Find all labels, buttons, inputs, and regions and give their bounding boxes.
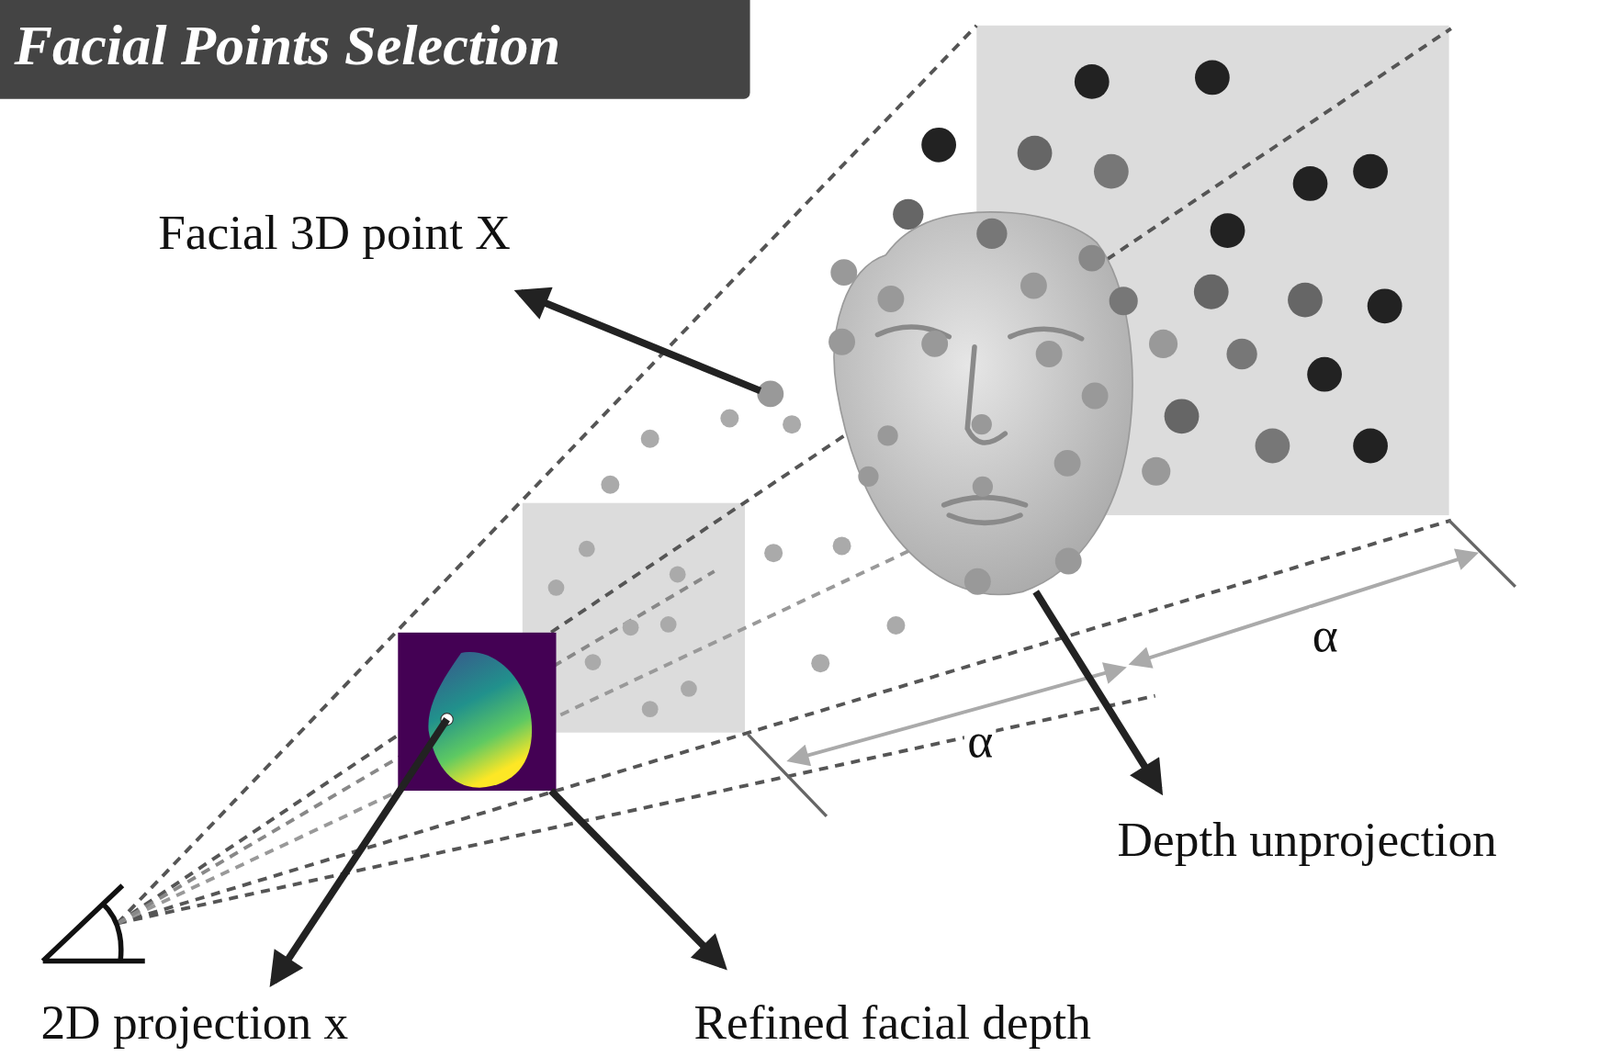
facial-point (1036, 340, 1063, 368)
facial-point (1352, 428, 1388, 464)
facial-point (811, 653, 830, 673)
facial-point (828, 328, 856, 356)
facial-point (1074, 64, 1110, 100)
leader-arrow (1036, 591, 1160, 790)
facial-point (1149, 329, 1178, 359)
leader-arrow (551, 790, 723, 966)
facial-point (892, 199, 924, 230)
facial-point (1054, 450, 1082, 477)
facial-point (578, 540, 596, 558)
facial-point (680, 680, 698, 698)
facial-point (756, 380, 784, 407)
facial-point (1226, 338, 1257, 370)
facial-point (1210, 213, 1246, 248)
facial-point (830, 259, 857, 286)
facial-point (1367, 288, 1403, 324)
facial-point (1020, 272, 1048, 300)
facial-point (1352, 154, 1388, 190)
facial-point (642, 700, 659, 718)
dimension-arrow (1132, 553, 1475, 664)
facial-point (782, 415, 801, 434)
facial-point (972, 476, 993, 497)
leader-arrow (520, 292, 761, 392)
facial-point (1255, 428, 1291, 464)
facial-point (976, 218, 1007, 249)
face-features (877, 326, 1082, 523)
camera-eye-symbol (43, 885, 146, 961)
facial-point (720, 409, 739, 429)
facial-point (1141, 457, 1171, 486)
facial-point (921, 330, 948, 358)
title-banner (0, 0, 751, 100)
facial-point (669, 566, 687, 584)
callout-label: Refined facial depth (693, 995, 1091, 1050)
dimension-tick (747, 520, 1515, 817)
frustum-ray (117, 549, 914, 924)
facial-point (1194, 60, 1230, 96)
facial-point (641, 429, 660, 449)
facial-point (964, 568, 992, 596)
facial-point (1194, 274, 1229, 310)
facial-point (600, 475, 620, 495)
facial-point (877, 285, 904, 313)
dimension-arrow (790, 668, 1123, 761)
facial-point (1293, 166, 1329, 202)
dimension-label: α (1308, 608, 1341, 663)
title: Facial Points Selection (14, 14, 562, 78)
dimension-label: α (964, 714, 997, 769)
frustum-ray (117, 28, 1452, 924)
facial-point (1081, 383, 1109, 410)
facial-point (585, 653, 602, 671)
frustum-ray (117, 25, 977, 924)
frustum-ray (117, 696, 1156, 924)
facial-point (857, 466, 879, 487)
facial-point (1055, 548, 1082, 575)
facial-point (886, 616, 905, 635)
facial-point (548, 579, 565, 597)
facial-point (1307, 357, 1342, 393)
facial-point (877, 425, 898, 446)
facial-point (833, 536, 852, 555)
facial-point (1287, 282, 1323, 318)
depth-map (397, 632, 556, 791)
callout-label: Facial 3D point X (157, 205, 511, 260)
facial-point (1109, 286, 1139, 316)
facial-point (1078, 245, 1105, 272)
facial-point (660, 616, 677, 633)
facial-point (622, 619, 640, 636)
face-mesh (833, 212, 1133, 596)
facial-point (1017, 135, 1053, 171)
leader-arrow (273, 719, 448, 982)
facial-point (971, 414, 992, 435)
facial-point (1164, 398, 1200, 434)
facial-point (1093, 154, 1129, 190)
callout-label: 2D projection x (40, 995, 349, 1050)
facial-point (764, 543, 783, 563)
callout-label: Depth unprojection (1117, 812, 1498, 868)
facial-point (921, 127, 957, 163)
